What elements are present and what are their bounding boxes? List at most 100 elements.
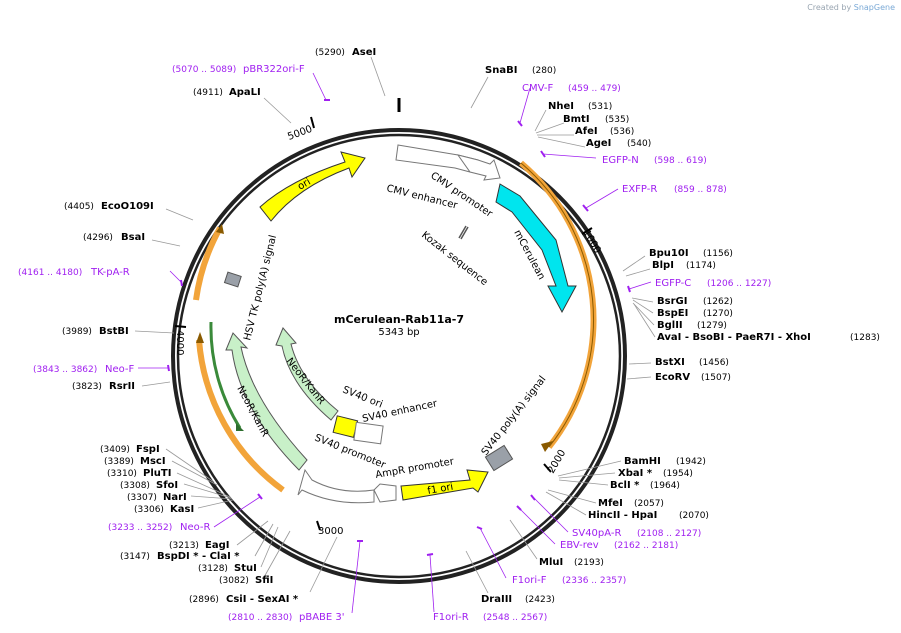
enzyme-name: ApaLI xyxy=(229,87,261,98)
primer-range: (459 .. 479) xyxy=(568,84,621,94)
snapgene-logo: SnapGene xyxy=(853,3,895,12)
label-sv40-polya: SV40 poly(A) signal xyxy=(480,374,549,458)
enzyme-leader xyxy=(151,239,181,247)
enzyme-pos: (1174) xyxy=(686,261,716,271)
enzyme-pos: (3147) xyxy=(120,552,150,562)
enzyme-leader xyxy=(509,519,538,560)
primer-name: TK-pA-R xyxy=(90,267,130,278)
enzyme-pos: (3409) xyxy=(100,445,130,455)
label-hsv-tk-polya: HSV TK poly(A) signal xyxy=(242,234,279,342)
enzyme-leader xyxy=(165,448,215,483)
label-kozak-sequence: Kozak sequence xyxy=(419,230,489,288)
primer-leader xyxy=(518,507,556,545)
enzyme-name: AfeI xyxy=(575,126,598,137)
enzyme-leader xyxy=(633,303,656,338)
enzyme-name: AvaI - BsoBI - PaeR7I - XhoI xyxy=(657,332,811,343)
enzyme-pos: (4296) xyxy=(83,233,113,243)
primer-name: F1ori-R xyxy=(433,612,469,623)
plasmid-size: 5343 bp xyxy=(378,327,419,338)
primer-name: Neo-F xyxy=(105,364,135,375)
primer-leader xyxy=(429,554,435,613)
enzyme-pos: (3306) xyxy=(134,505,164,515)
backbone-inner-ring xyxy=(176,133,622,579)
primer-range: (3843 .. 3862) xyxy=(33,365,97,375)
enzyme-name: StuI xyxy=(234,563,257,574)
sv40-enhancer-feature xyxy=(353,421,384,445)
orf-arc-green xyxy=(209,321,242,429)
enzyme-name: PluTI xyxy=(143,468,171,479)
enzyme-labels: (5290) AseI SnaBI (280) (4911) ApaLI Nhe… xyxy=(62,47,880,605)
primer-leader xyxy=(519,87,531,124)
enzyme-leader xyxy=(262,530,291,580)
enzyme-pos: (5290) xyxy=(315,48,345,58)
primer-name: EXFP-R xyxy=(622,184,657,195)
enzyme-name: CsiI - SexAI * xyxy=(226,594,299,605)
ampr-promoter-feature xyxy=(373,483,397,503)
orf-arc-upper-left xyxy=(193,226,223,301)
enzyme-pos: (1279) xyxy=(697,321,727,331)
enzyme-leader xyxy=(537,136,586,148)
sv40-ori-feature xyxy=(332,415,359,438)
enzyme-leader xyxy=(263,97,292,124)
tick-mark-1000 xyxy=(581,227,593,235)
orf-arrowhead xyxy=(216,224,224,234)
primer-leader xyxy=(628,281,652,290)
enzyme-pos: (2896) xyxy=(189,595,219,605)
enzyme-leader xyxy=(632,302,655,326)
tick-label-4000: 4000 xyxy=(174,330,185,355)
sv40-polya-feature xyxy=(484,444,514,472)
primer-name: Neo-R xyxy=(180,522,211,533)
cmv-promoter-feature xyxy=(456,154,501,181)
primer-name: EGFP-C xyxy=(655,278,691,289)
primer-range: (2548 .. 2567) xyxy=(483,613,547,623)
enzyme-leader xyxy=(632,299,654,314)
enzyme-pos: (3310) xyxy=(107,469,137,479)
primer-leaders xyxy=(138,72,652,614)
orf-arc-mcerulean-rab11a-core xyxy=(520,162,595,448)
enzyme-name: EcoO109I xyxy=(101,201,154,212)
enzyme-name: BstBI xyxy=(99,326,129,337)
enzyme-leader xyxy=(370,56,386,97)
primer-leader xyxy=(585,188,619,209)
enzyme-name: BglII xyxy=(657,320,683,331)
label-neor-kanr-inner: NeoR/KanR xyxy=(284,356,327,407)
primer-mark xyxy=(180,279,183,287)
neor-kanr-outer-feature xyxy=(225,332,308,471)
enzyme-name: AgeI xyxy=(586,138,611,149)
enzyme-name: BclI * xyxy=(610,480,640,491)
enzyme-pos: (2423) xyxy=(525,595,555,605)
primer-mark xyxy=(582,204,589,212)
primer-name: F1ori-F xyxy=(512,575,547,586)
enzyme-name: MfeI xyxy=(598,498,623,509)
enzyme-pos: (3082) xyxy=(219,576,249,586)
f1-ori-feature xyxy=(400,469,489,501)
enzyme-leader xyxy=(558,479,609,486)
enzyme-leader xyxy=(622,255,646,272)
enzyme-pos: (1156) xyxy=(703,249,733,259)
enzyme-name: BlpI xyxy=(652,260,674,271)
primer-leader xyxy=(312,72,327,101)
primer-range: (2108 .. 2127) xyxy=(637,529,701,539)
enzyme-name: Bpu10I xyxy=(649,248,689,259)
enzyme-name: RsrII xyxy=(109,381,135,392)
enzyme-name: EagI xyxy=(205,540,229,551)
primer-name: pBABE 3' xyxy=(299,612,345,623)
primer-name: pBR322ori-F xyxy=(243,64,305,75)
enzyme-name: MscI xyxy=(140,456,166,467)
enzyme-pos: (4405) xyxy=(64,202,94,212)
orf-arrowhead xyxy=(236,423,244,431)
orf-arrowhead xyxy=(196,332,204,343)
enzyme-leader xyxy=(557,460,622,477)
enzyme-pos: (2057) xyxy=(634,499,664,509)
enzyme-name: BsrGI xyxy=(657,296,687,307)
enzyme-name: FspI xyxy=(136,444,160,455)
enzyme-pos: (536) xyxy=(610,127,634,137)
enzyme-leader xyxy=(260,526,279,568)
enzyme-pos: (540) xyxy=(627,139,651,149)
tick-label-5000: 5000 xyxy=(286,124,314,143)
tick-label-2000: 2000 xyxy=(546,448,568,476)
enzyme-leader xyxy=(236,520,269,546)
enzyme-pos: (1507) xyxy=(701,373,731,383)
primer-range: (2810 .. 2830) xyxy=(228,613,292,623)
kozak-marker xyxy=(460,226,469,240)
